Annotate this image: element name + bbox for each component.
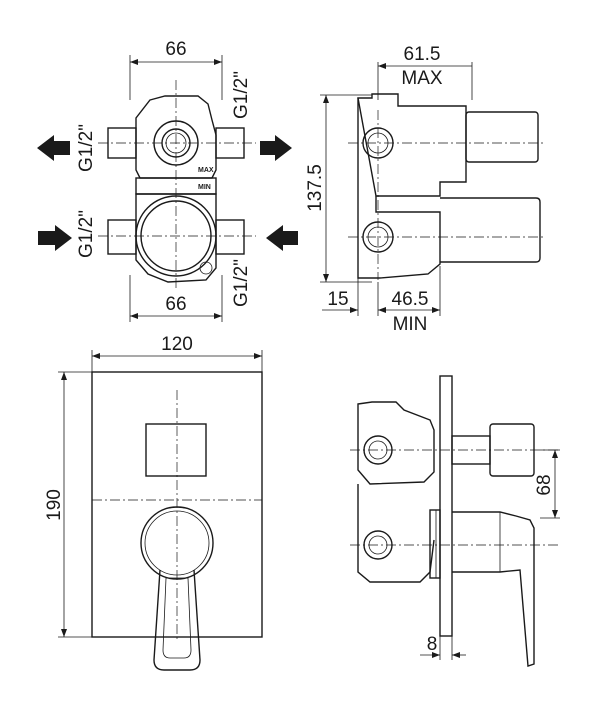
dimension-min-depth: 46.5 — [392, 289, 429, 310]
plate-height: 190 — [44, 489, 65, 521]
dimension-max-depth: 61.5 — [404, 44, 441, 65]
plate-width: 120 — [161, 334, 193, 355]
dimension-height: 137.5 — [305, 164, 326, 212]
plate-front-view: 120 190 — [44, 334, 263, 671]
dimension-bottom-width: 66 — [165, 294, 186, 315]
max-mark: MAX — [198, 167, 214, 174]
body-side-view: 61.5 MAX 137.5 15 4 — [305, 44, 546, 335]
axis-distance: 68 — [534, 474, 555, 495]
inlet-arrow-left — [38, 225, 72, 251]
dimension-offset: 15 — [327, 289, 348, 310]
min-label: MIN — [393, 314, 428, 335]
min-mark: MIN — [198, 184, 211, 191]
outlet-thread-left: G1/2" — [76, 124, 97, 172]
plate-thickness: 8 — [427, 634, 438, 655]
inlet-thread-left: G1/2" — [76, 210, 97, 258]
dimension-top-width: 66 — [165, 39, 186, 60]
inlet-arrow-right — [266, 225, 298, 251]
outlet-arrow-left — [37, 135, 70, 161]
outlet-arrow-right — [260, 135, 292, 161]
max-label: MAX — [401, 68, 443, 89]
assembly-side-view: 68 8 — [350, 375, 560, 667]
outlet-thread-right: G1/2" — [231, 71, 252, 119]
inlet-thread-right: G1/2" — [231, 259, 252, 307]
body-front-view: 66 MAX MIN — [37, 39, 298, 322]
